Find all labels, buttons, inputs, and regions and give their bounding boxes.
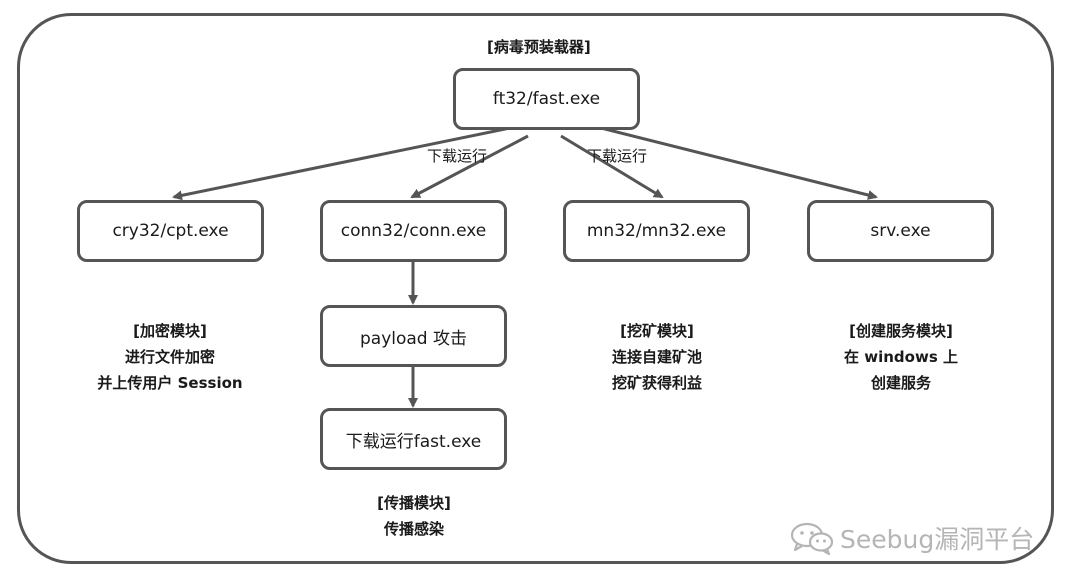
module-node-mn32: mn32/mn32.exe bbox=[563, 200, 750, 262]
wechat-icon bbox=[790, 522, 834, 555]
description-line: 传播感染 bbox=[383, 520, 444, 538]
watermark-text: Seebug漏洞平台 bbox=[840, 525, 1035, 554]
description-line: 创建服务 bbox=[870, 374, 932, 392]
module-description-service: [创建服务模块] 在 windows 上 创建服务 bbox=[844, 318, 958, 396]
arrow-loader-to-conn32 bbox=[410, 134, 529, 199]
description-line: [传播模块] bbox=[377, 494, 451, 512]
description-line: 挖矿获得利益 bbox=[611, 374, 703, 392]
description-line: [挖矿模块] bbox=[620, 322, 694, 340]
module-description-mining: [挖矿模块] 连接自建矿池 挖矿获得利益 bbox=[612, 318, 702, 396]
description-line: [加密模块] bbox=[133, 322, 207, 340]
payload-attack-node: payload 攻击 bbox=[320, 305, 507, 367]
loader-title: [病毒预装载器] bbox=[487, 38, 591, 56]
edge-label-download-right: 下载运行 bbox=[587, 147, 648, 165]
module-node-srv: srv.exe bbox=[807, 200, 994, 262]
diagram-frame bbox=[17, 13, 1054, 564]
download-run-node: 下载运行fast.exe bbox=[320, 408, 507, 470]
arrow-loader-to-mn32 bbox=[560, 134, 664, 199]
description-line: 连接自建矿池 bbox=[611, 348, 703, 366]
description-line: 进行文件加密 bbox=[124, 348, 215, 366]
module-node-cry32: cry32/cpt.exe bbox=[77, 200, 264, 262]
watermark: Seebug漏洞平台 bbox=[788, 520, 1034, 556]
description-line: 并上传用户 Session bbox=[97, 374, 243, 392]
arrow-loader-to-cry32 bbox=[172, 126, 511, 201]
description-line: 在 windows 上 bbox=[844, 348, 958, 366]
description-line: [创建服务模块] bbox=[849, 322, 953, 340]
arrow-loader-to-srv bbox=[600, 126, 878, 200]
edge-label-download-left: 下载运行 bbox=[427, 147, 488, 165]
loader-node: ft32/fast.exe bbox=[453, 68, 640, 130]
module-description-propagation: [传播模块] 传播感染 bbox=[377, 490, 451, 542]
module-node-conn32: conn32/conn.exe bbox=[320, 200, 507, 262]
module-description-encrypt: [加密模块] 进行文件加密 并上传用户 Session bbox=[97, 318, 242, 396]
